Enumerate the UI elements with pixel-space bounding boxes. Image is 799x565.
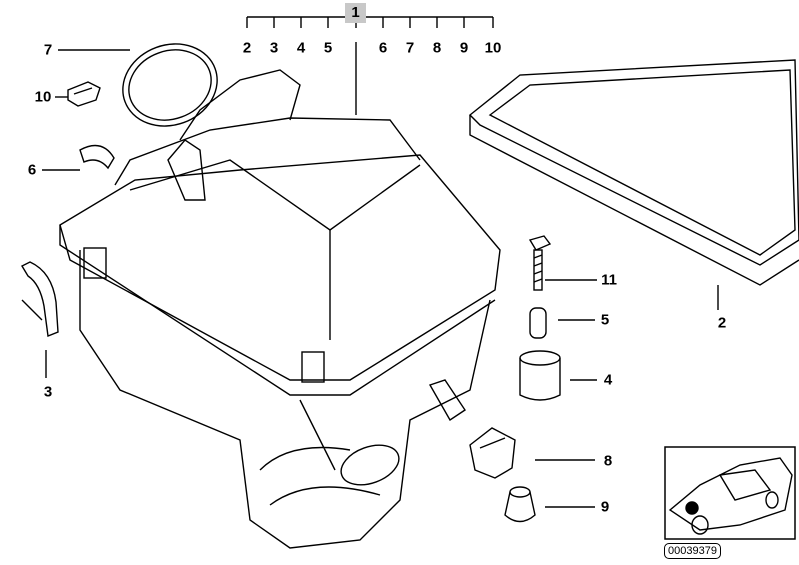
callout-filter-element: 2 (717, 314, 727, 332)
seal-ring-part (122, 43, 218, 127)
clip-3-part (21, 261, 59, 337)
main-part-label: 1 (345, 3, 366, 23)
callout-seal-ring: 7 (43, 41, 53, 59)
bracket-label: 5 (323, 39, 333, 57)
callout-bracket-clip: 3 (43, 383, 53, 401)
bracket-label: 7 (405, 39, 415, 57)
grommet-part (469, 427, 516, 479)
callout-clip-mid: 6 (27, 161, 37, 179)
bracket-label: 4 (296, 39, 306, 57)
bracket-label: 10 (484, 39, 502, 57)
sleeve-part (529, 307, 547, 339)
bracket-label: 6 (378, 39, 388, 57)
location-marker (685, 501, 699, 515)
filter-element-part (468, 59, 799, 286)
bracket-label: 3 (269, 39, 279, 57)
air-filter-housing-part (59, 69, 501, 549)
callout-rubber-buffer: 9 (600, 498, 610, 516)
callout-bolt: 11 (601, 271, 617, 289)
diagram-code: 00039379 (664, 543, 721, 559)
bracket-label: 9 (459, 39, 469, 57)
clip-10-part (67, 81, 101, 107)
rubber-mount-part (519, 350, 561, 401)
callout-clip-top: 10 (34, 88, 52, 106)
vehicle-location-inset (664, 446, 796, 540)
callout-grommet: 8 (603, 452, 613, 470)
bracket-lines (246, 16, 494, 115)
rubber-buffer-part (504, 486, 536, 523)
clip-6-part (79, 144, 115, 170)
bracket-label: 2 (242, 39, 252, 57)
bolt-part (528, 235, 552, 291)
bracket-label: 8 (432, 39, 442, 57)
callout-rubber-mount: 4 (603, 371, 613, 389)
leader-lines (42, 49, 719, 508)
callout-sleeve: 5 (600, 311, 610, 329)
